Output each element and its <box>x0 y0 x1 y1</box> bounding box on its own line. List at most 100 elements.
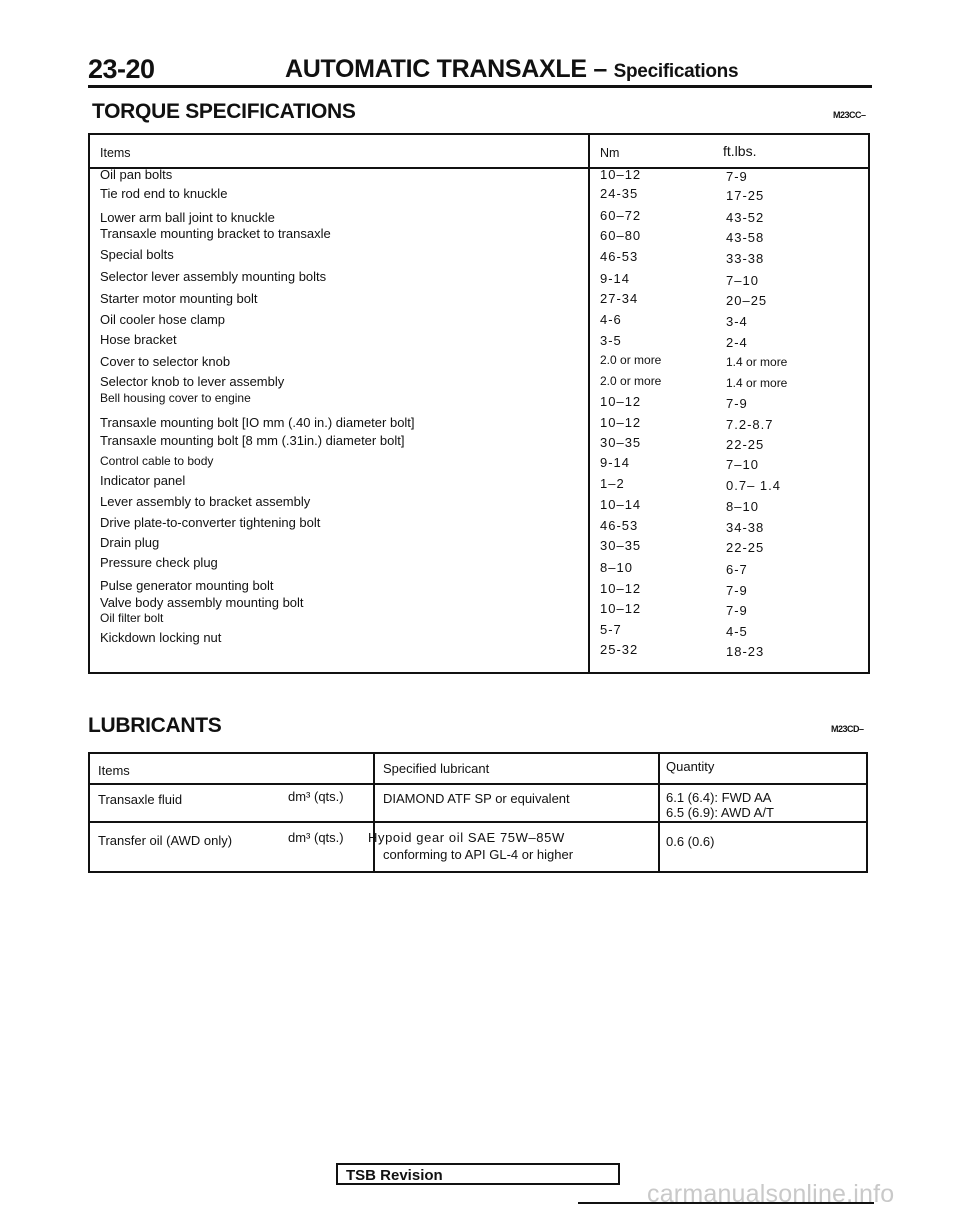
page-title-dash: – <box>593 55 607 83</box>
torque-ftlbs-value: 7.2-8.7 <box>726 417 774 432</box>
torque-nm-value: 10–12 <box>600 581 642 596</box>
tsb-revision-box: TSB Revision <box>336 1163 620 1185</box>
torque-item-label: Oil pan bolts <box>100 167 173 182</box>
lubricant-row-1-qty-awd: 6.5 (6.9): AWD A/T <box>666 805 774 820</box>
torque-ftlbs-value: 22-25 <box>726 437 765 452</box>
lubricants-header-items: Items <box>98 763 130 778</box>
lubricants-header-quantity: Quantity <box>666 759 715 774</box>
torque-nm-value: 46-53 <box>600 249 639 264</box>
torque-nm-value: 2.0 or more <box>600 353 662 367</box>
torque-item-label: Control cable to body <box>100 454 214 468</box>
lubricant-row-2-lubricant: Hypoid gear oil SAE 75W–85W <box>368 830 565 845</box>
torque-item-label: Kickdown locking nut <box>100 630 222 645</box>
torque-ftlbs-value: 3-4 <box>726 314 748 329</box>
page-title-sub: Specifications <box>613 61 739 82</box>
lubricant-row-1-lubricant: DIAMOND ATF SP or equivalent <box>383 791 570 806</box>
lubricants-divider-2 <box>658 754 660 871</box>
lubricants-section-code: M23CD– <box>831 724 864 734</box>
torque-nm-value: 10–12 <box>600 601 642 616</box>
torque-item-label: Indicator panel <box>100 473 186 488</box>
lubricants-divider-1 <box>373 754 375 871</box>
torque-ftlbs-value: 7-9 <box>726 603 748 618</box>
torque-ftlbs-value: 43-52 <box>726 210 765 225</box>
torque-section-code: M23CC– <box>833 110 866 120</box>
torque-ftlbs-value: 7-9 <box>726 583 748 598</box>
torque-header-nm: Nm <box>600 146 620 160</box>
torque-nm-value: 10–12 <box>600 167 642 182</box>
torque-item-label: Bell housing cover to engine <box>100 391 251 405</box>
torque-ftlbs-value: 8–10 <box>726 499 759 514</box>
torque-nm-value: 30–35 <box>600 435 642 450</box>
torque-item-label: Hose bracket <box>100 332 177 347</box>
torque-item-label: Pressure check plug <box>100 555 218 570</box>
torque-item-label: Tie rod end to knuckle <box>100 186 228 201</box>
watermark-text: carmanualsonline.info <box>647 1180 895 1208</box>
torque-nm-value: 9-14 <box>600 455 631 470</box>
torque-ftlbs-value: 2-4 <box>726 335 748 350</box>
page-title: AUTOMATIC TRANSAXLE – Specifications <box>285 55 739 84</box>
torque-ftlbs-value: 33-38 <box>726 251 765 266</box>
torque-nm-value: 25-32 <box>600 642 639 657</box>
torque-nm-value: 1–2 <box>600 476 625 491</box>
header-rule <box>88 85 872 88</box>
torque-nm-value: 60–80 <box>600 228 642 243</box>
footer-rule <box>578 1202 874 1204</box>
torque-ftlbs-value: 7-9 <box>726 169 748 184</box>
torque-item-label: Transaxle mounting bolt [8 mm (.31in.) d… <box>100 433 405 448</box>
torque-header-items: Items <box>100 146 131 160</box>
torque-ftlbs-value: 7–10 <box>726 273 759 288</box>
lubricants-table: Items Specified lubricant Quantity Trans… <box>88 752 868 873</box>
torque-ftlbs-value: 1.4 or more <box>726 376 788 390</box>
torque-item-label: Oil filter bolt <box>100 611 164 625</box>
torque-ftlbs-value: 43-58 <box>726 230 765 245</box>
torque-item-label: Cover to selector knob <box>100 354 231 369</box>
torque-nm-value: 24-35 <box>600 186 639 201</box>
page-title-main: AUTOMATIC TRANSAXLE <box>285 55 587 83</box>
torque-item-label: Pulse generator mounting bolt <box>100 578 274 593</box>
torque-ftlbs-value: 20–25 <box>726 293 768 308</box>
torque-nm-value: 10–14 <box>600 497 642 512</box>
torque-item-label: Valve body assembly mounting bolt <box>100 595 304 610</box>
torque-item-label: Lower arm ball joint to knuckle <box>100 210 275 225</box>
torque-item-label: Lever assembly to bracket assembly <box>100 494 311 509</box>
torque-nm-value: 10–12 <box>600 415 642 430</box>
torque-ftlbs-value: 7-9 <box>726 396 748 411</box>
torque-item-label: Transaxle mounting bracket to transaxle <box>100 226 331 241</box>
torque-nm-value: 4-6 <box>600 312 622 327</box>
torque-ftlbs-value: 4-5 <box>726 624 748 639</box>
torque-item-label: Starter motor mounting bolt <box>100 291 258 306</box>
torque-nm-value: 8–10 <box>600 560 633 575</box>
torque-table-header-rule <box>90 167 868 169</box>
torque-nm-value: 3-5 <box>600 333 622 348</box>
torque-nm-value: 30–35 <box>600 538 642 553</box>
lubricants-header-lubricant: Specified lubricant <box>383 761 490 776</box>
lubricants-row-rule <box>90 821 866 823</box>
lubricant-row-1-item: Transaxle fluid <box>98 792 183 807</box>
torque-nm-value: 10–12 <box>600 394 642 409</box>
lubricant-row-2-item: Transfer oil (AWD only) <box>98 833 233 848</box>
torque-table-divider <box>588 135 590 672</box>
torque-item-label: Selector knob to lever assembly <box>100 374 285 389</box>
torque-nm-value: 5-7 <box>600 622 622 637</box>
torque-ftlbs-value: 7–10 <box>726 457 759 472</box>
page-number: 23-20 <box>88 54 155 84</box>
lubricants-section-title: LUBRICANTS <box>88 714 222 737</box>
torque-nm-value: 46-53 <box>600 518 639 533</box>
torque-nm-value: 60–72 <box>600 208 642 223</box>
lubricant-row-2-qty: 0.6 (0.6) <box>666 834 715 849</box>
torque-item-label: Special bolts <box>100 247 174 262</box>
lubricants-header-rule <box>90 783 866 785</box>
lubricant-row-2-lubricant-note: conforming to API GL-4 or higher <box>383 847 574 862</box>
torque-nm-value: 27-34 <box>600 291 639 306</box>
torque-ftlbs-value: 1.4 or more <box>726 355 788 369</box>
torque-item-label: Transaxle mounting bolt [IO mm (.40 in.)… <box>100 415 415 430</box>
torque-section-title: TORQUE SPECIFICATIONS <box>92 100 356 123</box>
lubricant-row-2-unit: dm³ (qts.) <box>288 830 344 845</box>
lubricant-row-1-unit: dm³ (qts.) <box>288 789 344 804</box>
torque-item-label: Oil cooler hose clamp <box>100 312 225 327</box>
torque-item-label: Selector lever assembly mounting bolts <box>100 269 327 284</box>
torque-item-label: Drain plug <box>100 535 160 550</box>
torque-ftlbs-value: 0.7– 1.4 <box>726 478 781 493</box>
torque-item-label: Drive plate-to-converter tightening bolt <box>100 515 321 530</box>
